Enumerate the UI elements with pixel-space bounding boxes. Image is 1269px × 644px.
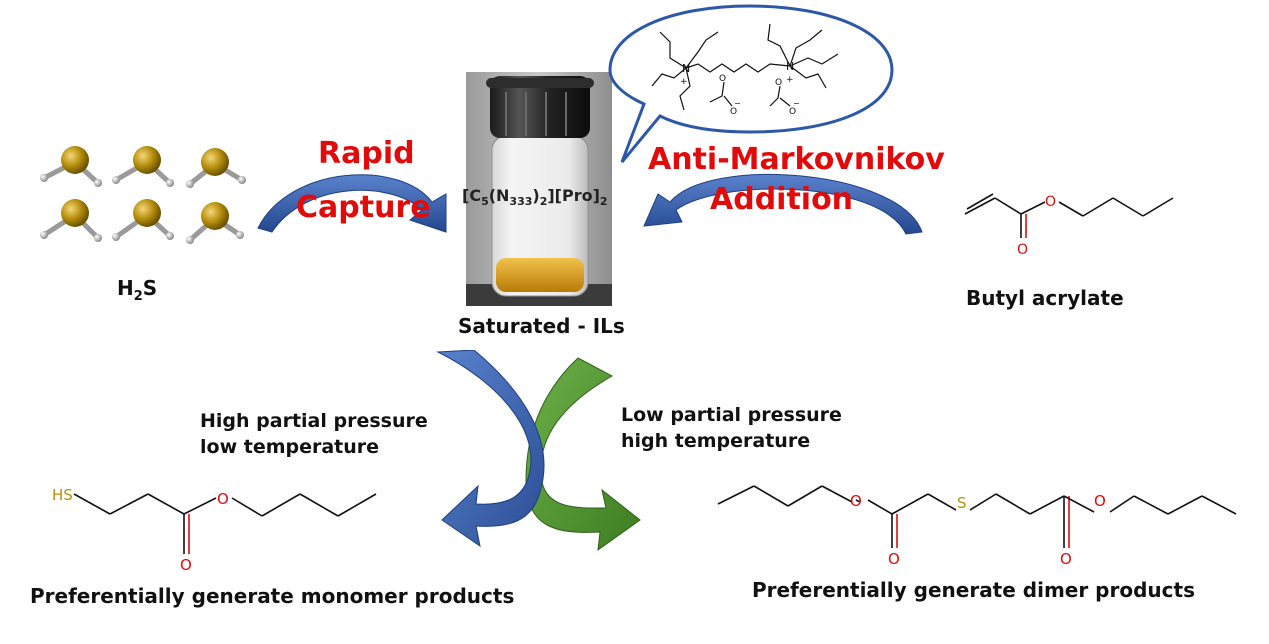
ionic-liquid-structure-bubble: N + N + O O − O O − (608, 4, 894, 163)
oxygen-atom: O (1017, 242, 1028, 258)
minus-charge: − (793, 99, 800, 108)
oxygen-atom: O (180, 556, 192, 574)
dimer-product-structure: O O S O O (717, 485, 1237, 568)
dimer-products-label: Preferentially generate dimer products (752, 578, 1195, 602)
oxygen-atom: O (1094, 492, 1106, 510)
ionic-liquid-formula: [C5(N333)2][Pro]2 (462, 186, 608, 209)
sulfhydryl-group: HS (52, 486, 73, 504)
h2s-molecules (40, 146, 246, 244)
rapid-capture-arrow (257, 174, 447, 233)
h2s-molecule (186, 202, 244, 244)
saturated-ils-label: Saturated - ILs (458, 314, 625, 338)
pathway-split-arrows (436, 350, 641, 552)
monomer-products-label: Preferentially generate monomer products (30, 584, 515, 608)
oxygen-atom: O (730, 107, 737, 117)
ionic-liquid-vial-photo (466, 72, 612, 306)
h2s-molecule (40, 146, 102, 187)
oxygen-atom: O (217, 490, 229, 508)
addition-label: Addition (710, 182, 854, 217)
anti-markovnikov-arrow (643, 173, 923, 235)
monomer-product-structure: HS O O (52, 486, 377, 574)
anti-markovnikov-label: Anti-Markovnikov (648, 142, 945, 177)
h2s-molecule (112, 199, 174, 241)
oxygen-atom: O (719, 74, 726, 84)
plus-charge: + (786, 75, 794, 85)
nitrogen-atom: N (682, 62, 690, 75)
h2s-label: H2S (117, 276, 158, 304)
sulfur-atom: S (957, 494, 967, 512)
oxygen-atom: O (888, 550, 900, 568)
plus-charge: + (680, 77, 688, 87)
condition-right-line2: high temperature (621, 430, 811, 452)
h2s-molecule (186, 148, 246, 188)
nitrogen-atom: N (786, 60, 794, 73)
h2s-molecule (112, 146, 174, 187)
oxygen-atom: O (1045, 194, 1056, 210)
oxygen-atom: O (850, 492, 862, 510)
condition-left-line2: low temperature (200, 436, 380, 458)
oxygen-atom: O (1060, 550, 1072, 568)
butyl-acrylate-label: Butyl acrylate (966, 286, 1124, 310)
oxygen-atom: O (775, 78, 782, 88)
butyl-acrylate-structure: O O (964, 193, 1174, 258)
rapid-label: Rapid (318, 136, 415, 171)
condition-right-line1: Low partial pressure (621, 404, 842, 426)
capture-label: Capture (296, 190, 431, 225)
condition-left-line1: High partial pressure (200, 410, 428, 432)
oxygen-atom: O (789, 107, 796, 117)
h2s-molecule (40, 199, 102, 242)
minus-charge: − (734, 99, 741, 108)
